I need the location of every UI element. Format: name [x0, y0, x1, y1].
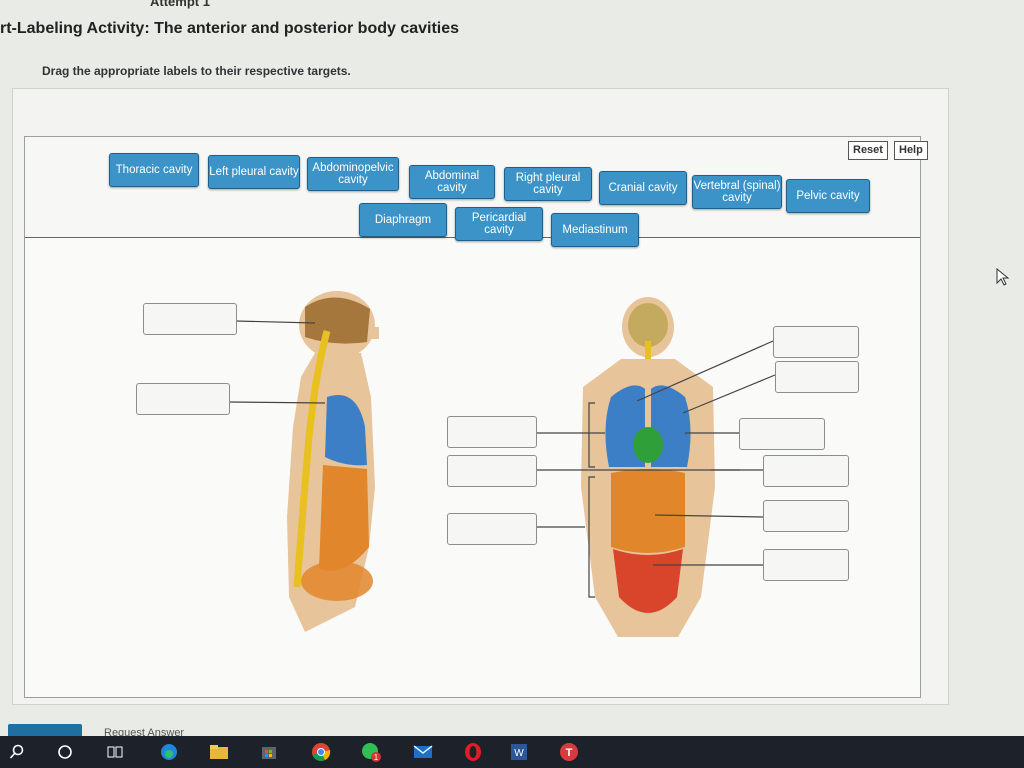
label-right-pleural-cavity[interactable]: Right pleural cavity: [504, 167, 592, 201]
thoracic-region: [325, 395, 367, 466]
drop-target-diaphragm[interactable]: [447, 455, 537, 487]
spinal-cord-region: [293, 330, 331, 588]
edge-icon[interactable]: [158, 742, 180, 762]
drop-target-lateral-spinal[interactable]: [136, 383, 230, 415]
store-icon[interactable]: [258, 742, 280, 762]
label-mediastinum[interactable]: Mediastinum: [551, 213, 639, 247]
page-title: rt-Labeling Activity: The anterior and p…: [0, 20, 460, 37]
instructions: Drag the appropriate labels to their res…: [42, 64, 351, 78]
labeling-panel: Reset Help Thoracic cavity Left pleural …: [24, 136, 928, 698]
file-explorer-icon[interactable]: [208, 742, 230, 762]
drop-target-abdominal[interactable]: [763, 500, 849, 532]
t-app-letter: T: [566, 747, 573, 759]
t-app-icon[interactable]: T: [558, 742, 580, 762]
drop-target-thoracic[interactable]: [447, 416, 537, 448]
drop-target-front-spinal[interactable]: [775, 361, 859, 393]
search-icon[interactable]: [6, 742, 28, 762]
lateral-body-figure: [287, 291, 379, 632]
front-abdominal-region: [611, 469, 685, 553]
label-bank: Reset Help Thoracic cavity Left pleural …: [25, 137, 928, 247]
label-diaphragm[interactable]: Diaphragm: [359, 203, 447, 237]
whatsapp-icon[interactable]: 1: [360, 742, 382, 762]
whatsapp-badge: 1: [374, 753, 379, 762]
task-view-icon[interactable]: [104, 742, 126, 762]
cranial-cavity-region: [305, 297, 370, 344]
pericardial-region: [633, 427, 663, 463]
cortana-icon[interactable]: [54, 742, 76, 762]
submit-button[interactable]: [8, 724, 82, 736]
label-vertebral-cavity[interactable]: Vertebral (spinal) cavity: [692, 175, 782, 209]
word-icon[interactable]: W: [508, 742, 530, 762]
drop-target-abdominopelvic[interactable]: [447, 513, 537, 545]
drop-target-lateral-cranial[interactable]: [143, 303, 237, 335]
pelvic-region: [301, 561, 373, 601]
label-left-pleural-cavity[interactable]: Left pleural cavity: [208, 155, 300, 189]
drop-target-pericardial[interactable]: [763, 455, 849, 487]
reset-button[interactable]: Reset: [848, 141, 888, 160]
leader-lines: [228, 320, 776, 598]
label-cranial-cavity[interactable]: Cranial cavity: [599, 171, 687, 205]
chrome-icon[interactable]: [310, 742, 332, 762]
label-pericardial-cavity[interactable]: Pericardial cavity: [455, 207, 543, 241]
opera-icon[interactable]: [462, 742, 484, 762]
label-thoracic-cavity[interactable]: Thoracic cavity: [109, 153, 199, 187]
attempt-text: Attempt 1: [150, 0, 210, 9]
drop-target-pleural[interactable]: [739, 418, 825, 450]
anterior-body-figure: [581, 297, 715, 637]
drop-target-pelvic[interactable]: [763, 549, 849, 581]
mail-icon[interactable]: [412, 742, 434, 762]
label-abdominal-cavity[interactable]: Abdominal cavity: [409, 165, 495, 199]
abdominal-region: [319, 465, 369, 571]
label-pelvic-cavity[interactable]: Pelvic cavity: [786, 179, 870, 213]
help-button[interactable]: Help: [894, 141, 928, 160]
top-edge: Attempt 1: [0, 0, 1024, 9]
drop-target-front-cranial[interactable]: [773, 326, 859, 358]
front-cranial-region: [628, 303, 668, 347]
mouse-pointer-icon: [996, 268, 1010, 286]
word-letter: W: [514, 748, 524, 759]
label-abdominopelvic-cavity[interactable]: Abdominopelvic cavity: [307, 157, 399, 191]
